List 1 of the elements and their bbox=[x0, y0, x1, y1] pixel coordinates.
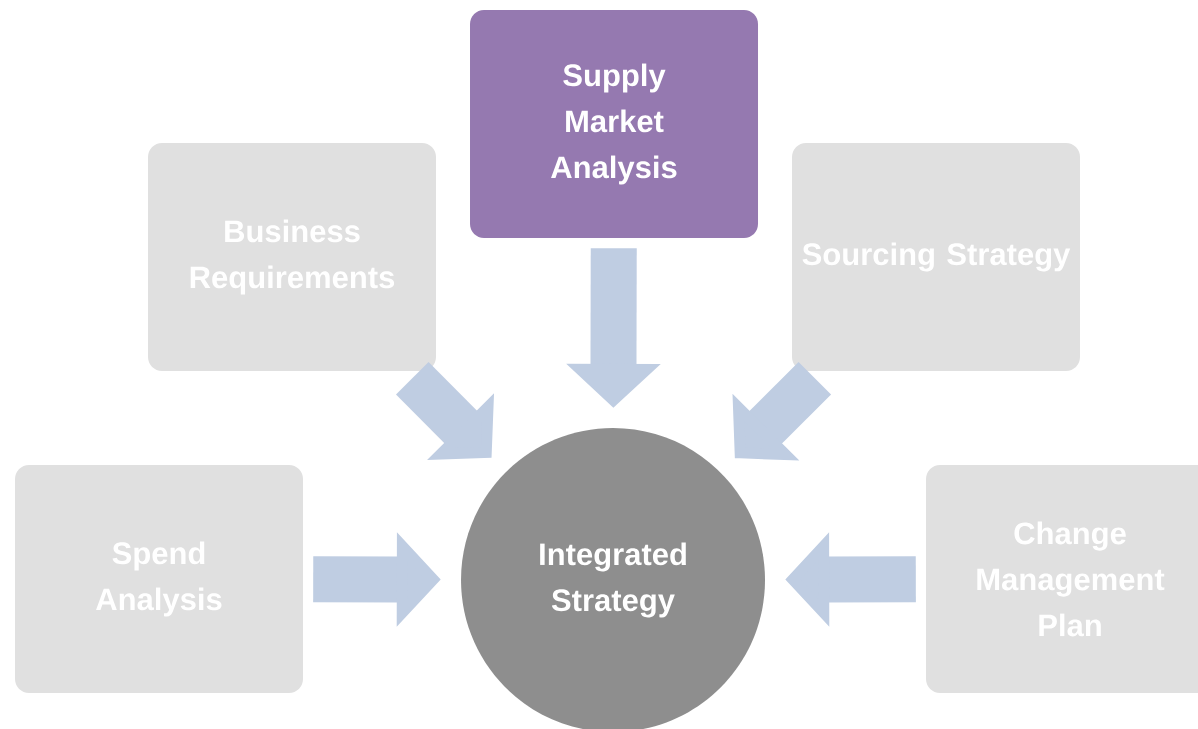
process-box: Supply Market Analysis bbox=[470, 10, 758, 238]
